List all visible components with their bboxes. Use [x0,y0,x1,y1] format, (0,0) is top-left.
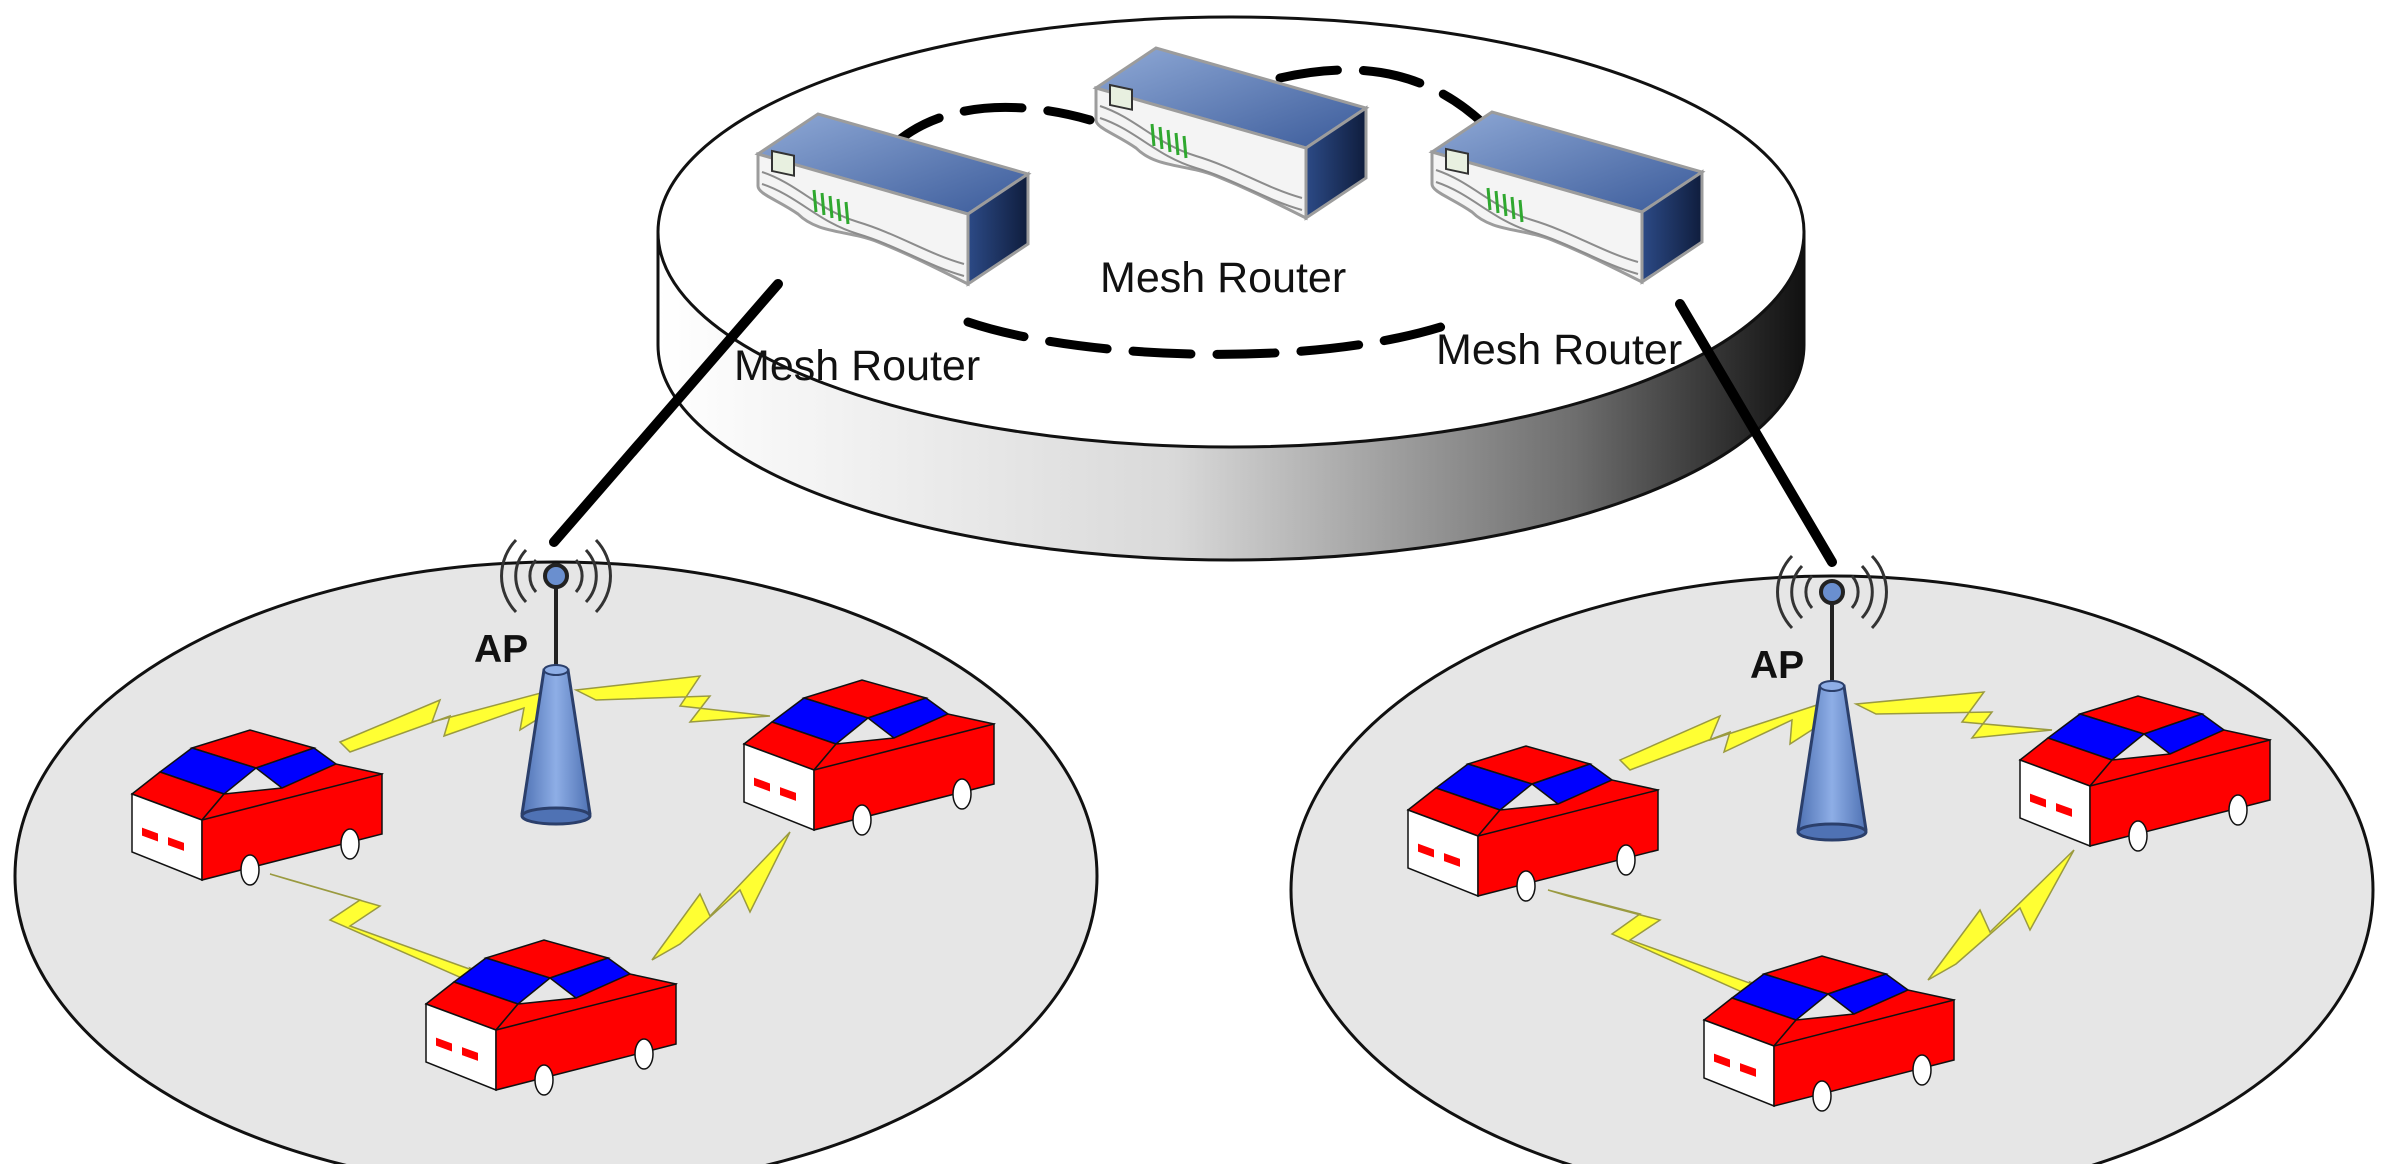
mesh-links [885,65,1495,359]
mesh-router-2: Mesh Router [1094,46,1368,302]
lightning-icon [1927,849,2075,981]
mesh-router-1: Mesh Router [734,112,1030,390]
lightning-icon [338,688,554,753]
wireless-links-left [269,675,791,988]
uplinks [549,279,1837,567]
uplink-left [549,279,783,547]
lightning-icon [1618,702,1821,771]
router-label: Mesh Router [1436,326,1682,374]
lightning-icon [1853,691,2053,739]
wireless-links-right [1547,691,2075,1002]
router-label: Mesh Router [734,342,980,390]
lightning-icon [651,831,791,961]
ap-label: AP [474,628,528,671]
lightning-icon [573,675,771,723]
router-label: Mesh Router [1100,254,1346,302]
access-point-right: AP [1750,554,1889,842]
mesh-router-3: Mesh Router [1430,110,1704,374]
uplink-right [1675,299,1837,567]
ap-label: AP [1750,644,1804,687]
access-point-left: AP [474,538,613,826]
